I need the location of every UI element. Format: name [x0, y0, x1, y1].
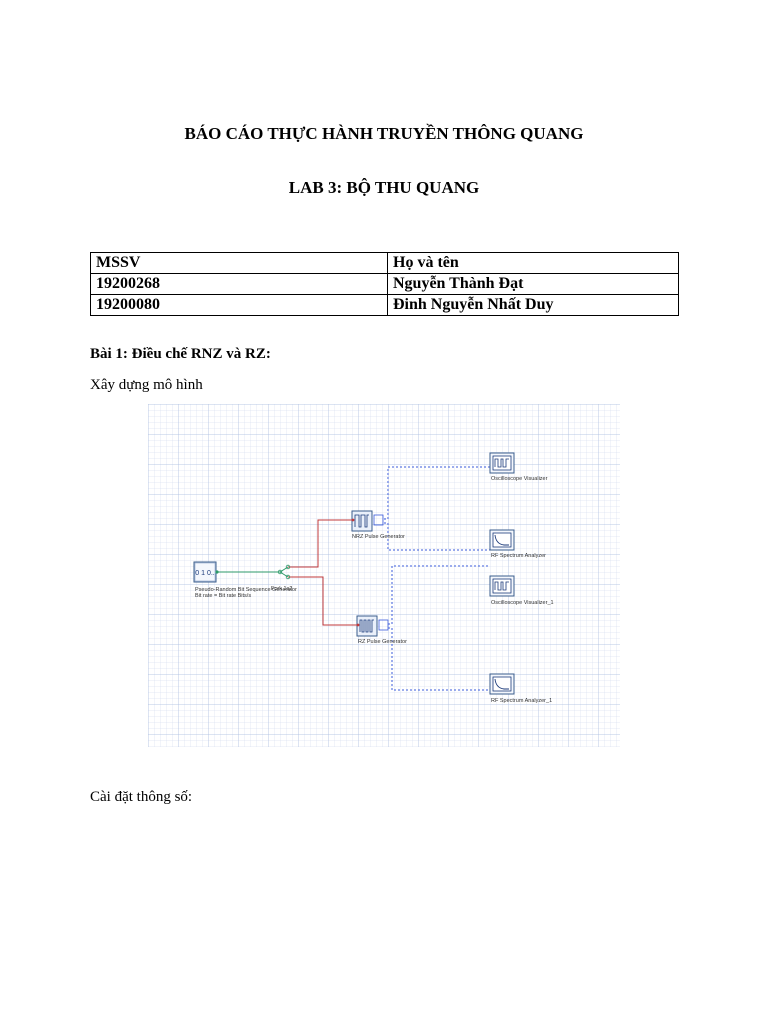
lab-title: LAB 3: BỘ THU QUANG [288, 178, 480, 197]
student-table: MSSV Họ và tên 19200268 Nguyễn Thành Đạt… [90, 252, 679, 316]
rz-label: RZ Pulse Generator [358, 639, 407, 645]
student-name: Nguyễn Thành Đạt [387, 273, 679, 295]
table-header-row: MSSV Họ và tên [90, 252, 679, 274]
build-model-text: Xây dựng mô hình [90, 377, 203, 393]
oscilloscope-visualizer [489, 452, 515, 474]
prbs-sublabel: Bit rate = Bit rate Bits/s [195, 593, 251, 599]
header-mssv: MSSV [90, 252, 388, 274]
visual-link [388, 627, 490, 691]
osc2-label: Oscilloscope Visualizer_1 [491, 600, 554, 606]
table-row: 19200080 Đinh Nguyễn Nhất Duy [90, 294, 679, 316]
electrical-link-rz [288, 576, 357, 626]
prbs-label: Pseudo-Random Bit Sequence Generator [195, 587, 297, 593]
fork-component [277, 564, 291, 580]
prbs-icon: 0 1 0.. [195, 570, 215, 577]
student-id: 19200080 [90, 294, 388, 316]
rz-pulse-generator [356, 615, 389, 637]
fork-label: Fork 1x2 [271, 586, 292, 592]
rf-spectrum-analyzer-1 [489, 673, 515, 695]
rf-spectrum-analyzer [489, 529, 515, 551]
table-row: 19200268 Nguyễn Thành Đạt [90, 273, 679, 295]
visual-link [384, 522, 490, 551]
nrz-label: NRZ Pulse Generator [352, 534, 405, 540]
binary-link [218, 571, 289, 578]
student-id: 19200268 [90, 273, 388, 295]
section-heading: Bài 1: Điều chế RNZ và RZ: [90, 346, 271, 362]
header-name: Họ và tên [387, 252, 679, 274]
student-name: Đinh Nguyễn Nhất Duy [387, 294, 679, 316]
system-diagram: 0 1 0.. Pseudo-Random Bit Sequence Gener… [148, 404, 620, 747]
rf2-label: RF Spectrum Analyzer_1 [491, 698, 552, 704]
nrz-pulse-generator [351, 510, 384, 532]
settings-text: Cài đặt thông số: [90, 789, 193, 805]
oscilloscope-visualizer-1 [489, 575, 515, 597]
osc1-label: Oscilloscope Visualizer [491, 476, 548, 482]
report-title: BÁO CÁO THỰC HÀNH TRUYỀN THÔNG QUANG [184, 124, 584, 143]
diagram-grid [148, 404, 620, 747]
prbs-generator: 0 1 0.. [193, 561, 219, 583]
rf1-label: RF Spectrum Analyzer [491, 553, 546, 559]
visual-link [384, 466, 490, 520]
electrical-link-nrz [288, 519, 352, 568]
visual-link [388, 565, 490, 625]
